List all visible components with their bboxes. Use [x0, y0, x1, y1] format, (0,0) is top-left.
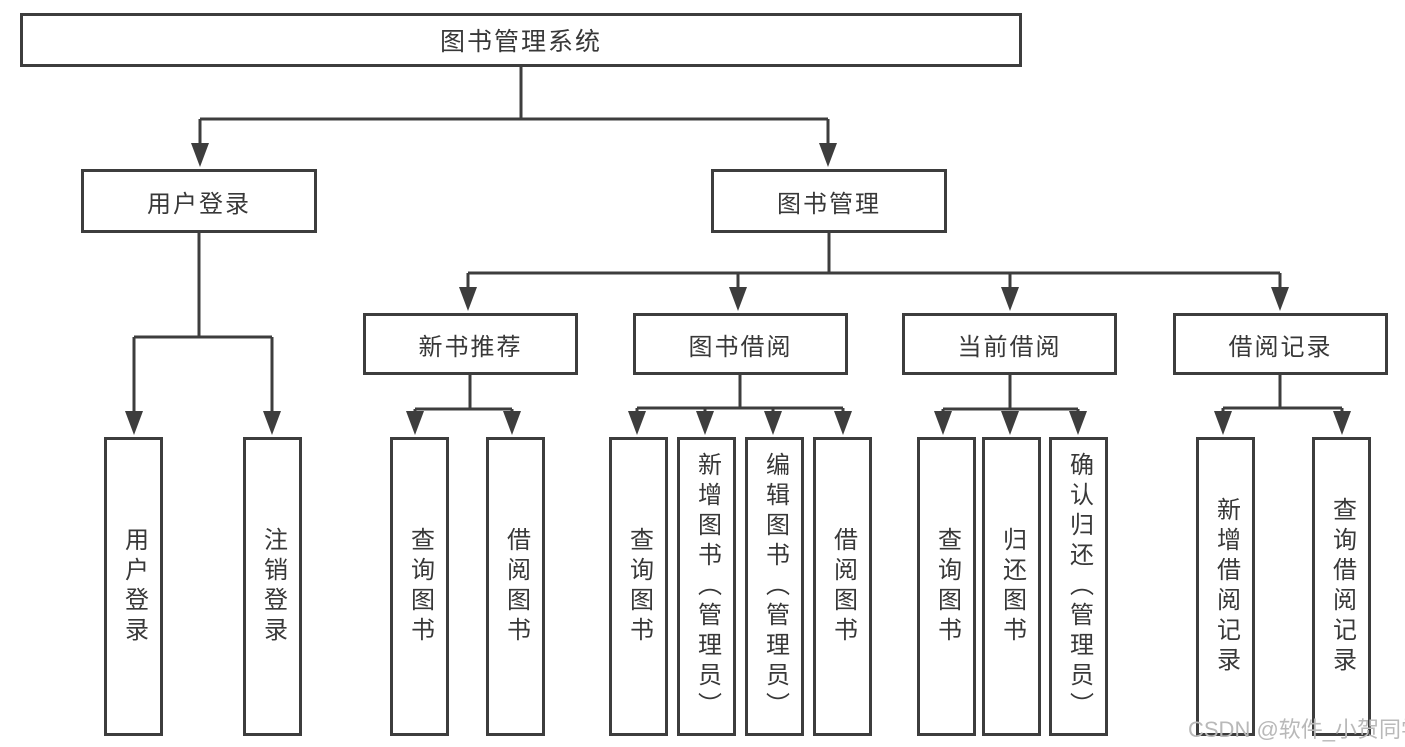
node-book-borrow: 图书借阅 [633, 313, 848, 375]
node-label: 借阅记录 [1228, 333, 1333, 361]
node-label: 图书管理 [777, 190, 881, 218]
leaf-add-books-admin: 新增图书（管理员） [677, 437, 736, 736]
node-label: 当前借阅 [957, 333, 1062, 361]
leaf-query-books-current: 查询图书 [917, 437, 976, 736]
node-book-management: 图书管理 [711, 169, 947, 233]
leaf-confirm-return-admin: 确认归还（管理员） [1049, 437, 1108, 736]
leaf-query-books-borrow: 查询图书 [609, 437, 668, 736]
leaf-add-borrow-record: 新增借阅记录 [1196, 437, 1255, 736]
node-label: 用户登录 [147, 190, 251, 218]
node-label: 图书借阅 [688, 333, 793, 361]
leaf-return-books: 归还图书 [982, 437, 1041, 736]
leaf-borrow-books-recommend: 借阅图书 [486, 437, 545, 736]
leaf-borrow-books: 借阅图书 [813, 437, 872, 736]
node-label: 新书推荐 [418, 333, 523, 361]
leaf-user-login: 用户登录 [104, 437, 163, 736]
node-borrow-record: 借阅记录 [1173, 313, 1388, 375]
leaf-logout: 注销登录 [243, 437, 302, 736]
node-label: 图书管理系统 [439, 28, 602, 56]
node-new-book-recommend: 新书推荐 [363, 313, 578, 375]
leaf-query-borrow-record: 查询借阅记录 [1312, 437, 1371, 736]
leaf-edit-books-admin: 编辑图书（管理员） [745, 437, 804, 736]
leaf-query-books-recommend: 查询图书 [390, 437, 449, 736]
node-library-system: 图书管理系统 [20, 13, 1022, 67]
node-current-borrow: 当前借阅 [902, 313, 1117, 375]
node-user-login: 用户登录 [81, 169, 317, 233]
